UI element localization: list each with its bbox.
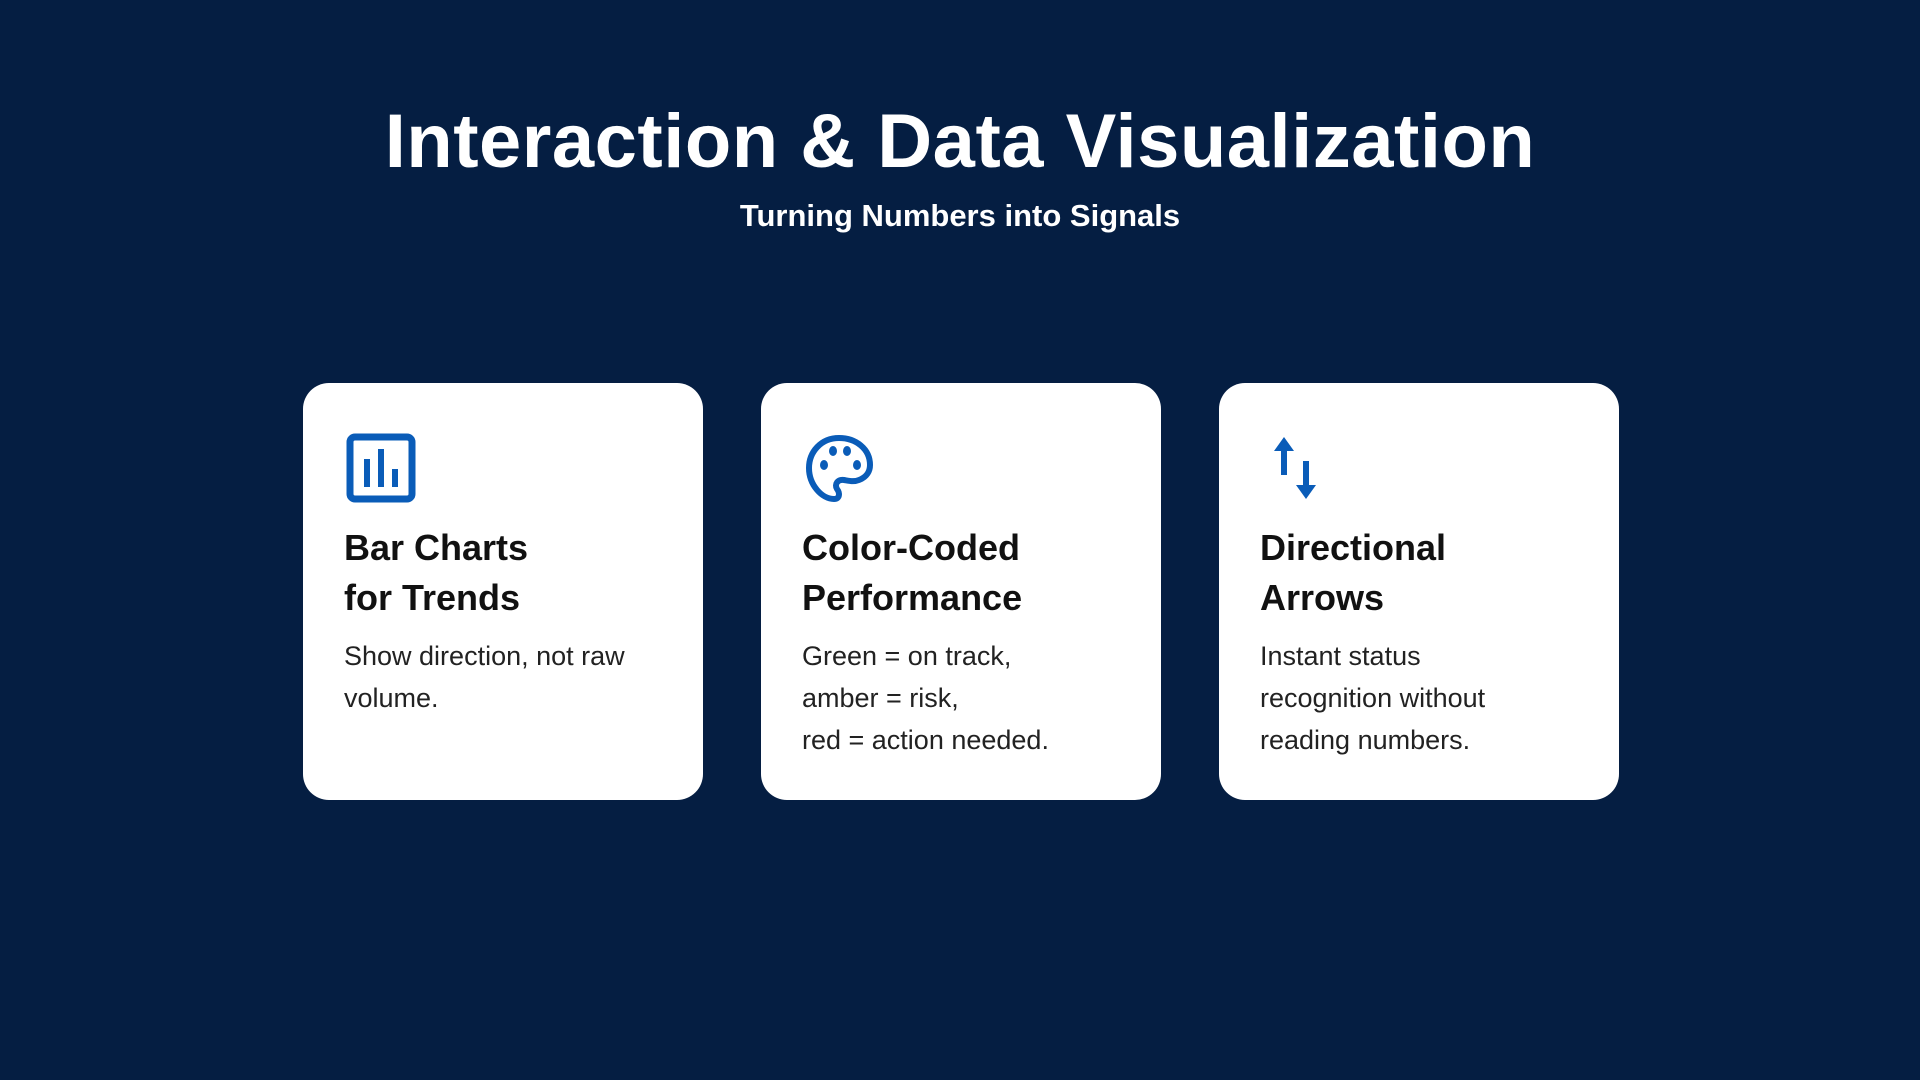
card-directional-arrows: Directional Arrows Instant status recogn… [1219, 383, 1619, 800]
card-body: Green = on track, amber = risk, red = ac… [802, 641, 1049, 755]
page-title: Interaction & Data Visualization [384, 99, 1536, 184]
card-heading: Bar Charts for Trends [344, 527, 529, 618]
card-body: Instant status recognition without readi… [1260, 641, 1486, 755]
card-color-coded: Color-Coded Performance Green = on track… [761, 383, 1161, 800]
card-heading: Color-Coded Performance [802, 527, 1023, 618]
card-heading: Directional Arrows [1260, 527, 1447, 618]
up-down-arrows-icon [1274, 437, 1316, 499]
card-body: Show direction, not raw volume. [344, 641, 625, 713]
page-subtitle: Turning Numbers into Signals [739, 198, 1181, 233]
bar-chart-icon [346, 433, 416, 503]
palette-icon [805, 434, 874, 503]
card-bar-charts: Bar Charts for Trends Show direction, no… [303, 383, 703, 800]
